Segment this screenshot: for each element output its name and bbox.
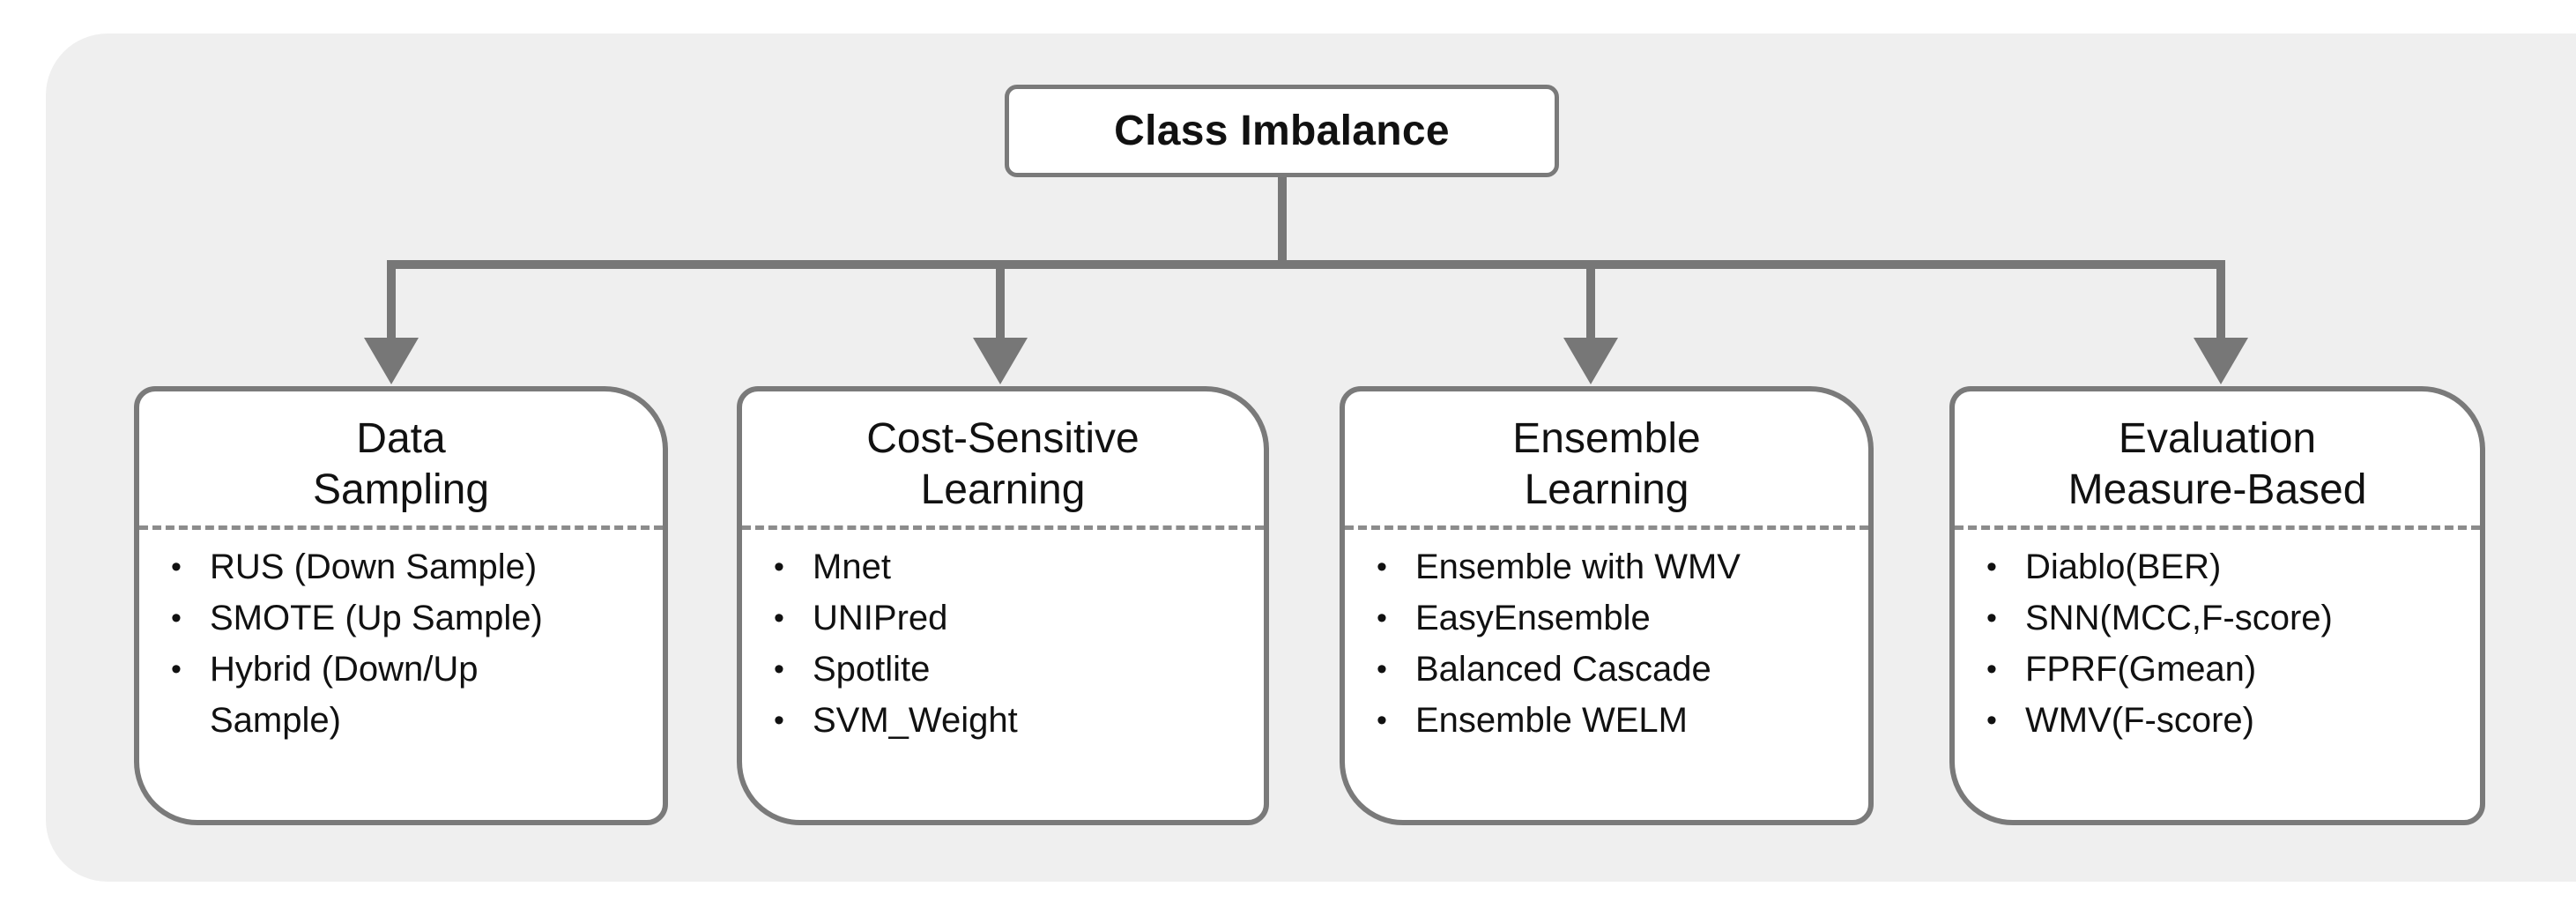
list-item-text: Hybrid (Down/Up (210, 650, 479, 689)
bullet-icon: • (171, 550, 182, 584)
list-item: • Diablo(BER) (1979, 541, 2468, 592)
category-card-cost-sensitive: Cost-Sensitive Learning • Mnet • UNIPred •… (737, 386, 1269, 825)
root-node: Class Imbalance (1005, 85, 1559, 177)
technique-list: • RUS (Down Sample) • SMOTE (Up Sample) • H… (164, 541, 650, 746)
list-item-continuation: Sample) (164, 695, 650, 746)
list-item: • UNIPred (767, 592, 1251, 644)
category-title: Data Sampling (139, 409, 663, 520)
bullet-icon: • (1377, 652, 1387, 686)
list-item-text: Sample) (210, 701, 341, 740)
bullet-icon: • (1986, 550, 1997, 584)
technique-list: • Diablo(BER) • SNN(MCC,F-score) • FPRF(Gme… (1979, 541, 2468, 746)
root-title: Class Imbalance (1114, 108, 1450, 154)
category-title-line: Data (356, 415, 446, 462)
list-item-text: Mnet (813, 548, 891, 586)
list-item: • Ensemble WELM (1370, 695, 1856, 746)
category-title: Evaluation Measure-Based (1955, 409, 2480, 520)
category-title-line: Learning (1524, 466, 1689, 513)
list-item-text: SVM_Weight (813, 701, 1018, 740)
list-item-text: Ensemble WELM (1415, 701, 1688, 740)
arrowhead-evaluation (2194, 338, 2248, 384)
bullet-icon: • (1986, 652, 1997, 686)
list-item: • Hybrid (Down/Up (164, 644, 650, 695)
dashed-divider (1955, 525, 2480, 530)
list-item: • SVM_Weight (767, 695, 1251, 746)
bullet-icon: • (774, 601, 784, 635)
list-item: • SNN(MCC,F-score) (1979, 592, 2468, 644)
category-card-data-sampling: Data Sampling • RUS (Down Sample) • SMOTE … (134, 386, 668, 825)
category-title: Ensemble Learning (1345, 409, 1868, 520)
arrowhead-cost-sensitive (973, 338, 1028, 384)
category-title-line: Learning (920, 466, 1086, 513)
list-item-text: UNIPred (813, 599, 948, 637)
list-item-text: RUS (Down Sample) (210, 548, 538, 586)
technique-list: • Ensemble with WMV • EasyEnsemble • Balanc… (1370, 541, 1856, 746)
category-title-line: Ensemble (1512, 415, 1701, 462)
list-item: • Ensemble with WMV (1370, 541, 1856, 592)
bullet-icon: • (1986, 601, 1997, 635)
list-item-text: WMV(F-score) (2025, 701, 2254, 740)
bullet-icon: • (1377, 550, 1387, 584)
bullet-icon: • (171, 652, 182, 686)
category-card-evaluation: Evaluation Measure-Based • Diablo(BER) • S… (1949, 386, 2485, 825)
technique-list: • Mnet • UNIPred • Spotlite • SVM_Weight (767, 541, 1251, 746)
category-title-line: Cost-Sensitive (866, 415, 1140, 462)
bullet-icon: • (1377, 704, 1387, 737)
list-item: • EasyEnsemble (1370, 592, 1856, 644)
dashed-divider (742, 525, 1264, 530)
category-title-line: Evaluation (2118, 415, 2317, 462)
list-item: • FPRF(Gmean) (1979, 644, 2468, 695)
list-item-text: Balanced Cascade (1415, 650, 1711, 689)
list-item: • RUS (Down Sample) (164, 541, 650, 592)
list-item-text: SNN(MCC,F-score) (2025, 599, 2333, 637)
category-card-ensemble: Ensemble Learning • Ensemble with WMV • Ea… (1340, 386, 1874, 825)
category-title-line: Sampling (312, 466, 490, 513)
bullet-icon: • (1377, 601, 1387, 635)
bullet-icon: • (1986, 704, 1997, 737)
arrowhead-ensemble (1563, 338, 1618, 384)
bullet-icon: • (774, 550, 784, 584)
bullet-icon: • (171, 601, 182, 635)
arrowhead-data-sampling (364, 338, 419, 384)
list-item-text: Ensemble with WMV (1415, 548, 1741, 586)
bullet-icon: • (774, 652, 784, 686)
bullet-icon: • (774, 704, 784, 737)
list-item: • WMV(F-score) (1979, 695, 2468, 746)
list-item-text: SMOTE (Up Sample) (210, 599, 543, 637)
dashed-divider (139, 525, 663, 530)
category-title: Cost-Sensitive Learning (742, 409, 1264, 520)
list-item: • SMOTE (Up Sample) (164, 592, 650, 644)
dashed-divider (1345, 525, 1868, 530)
list-item-text: Diablo(BER) (2025, 548, 2222, 586)
category-title-line: Measure-Based (2067, 466, 2367, 513)
list-item-text: FPRF(Gmean) (2025, 650, 2257, 689)
list-item-text: Spotlite (813, 650, 931, 689)
list-item: • Mnet (767, 541, 1251, 592)
list-item: • Balanced Cascade (1370, 644, 1856, 695)
list-item: • Spotlite (767, 644, 1251, 695)
list-item-text: EasyEnsemble (1415, 599, 1651, 637)
